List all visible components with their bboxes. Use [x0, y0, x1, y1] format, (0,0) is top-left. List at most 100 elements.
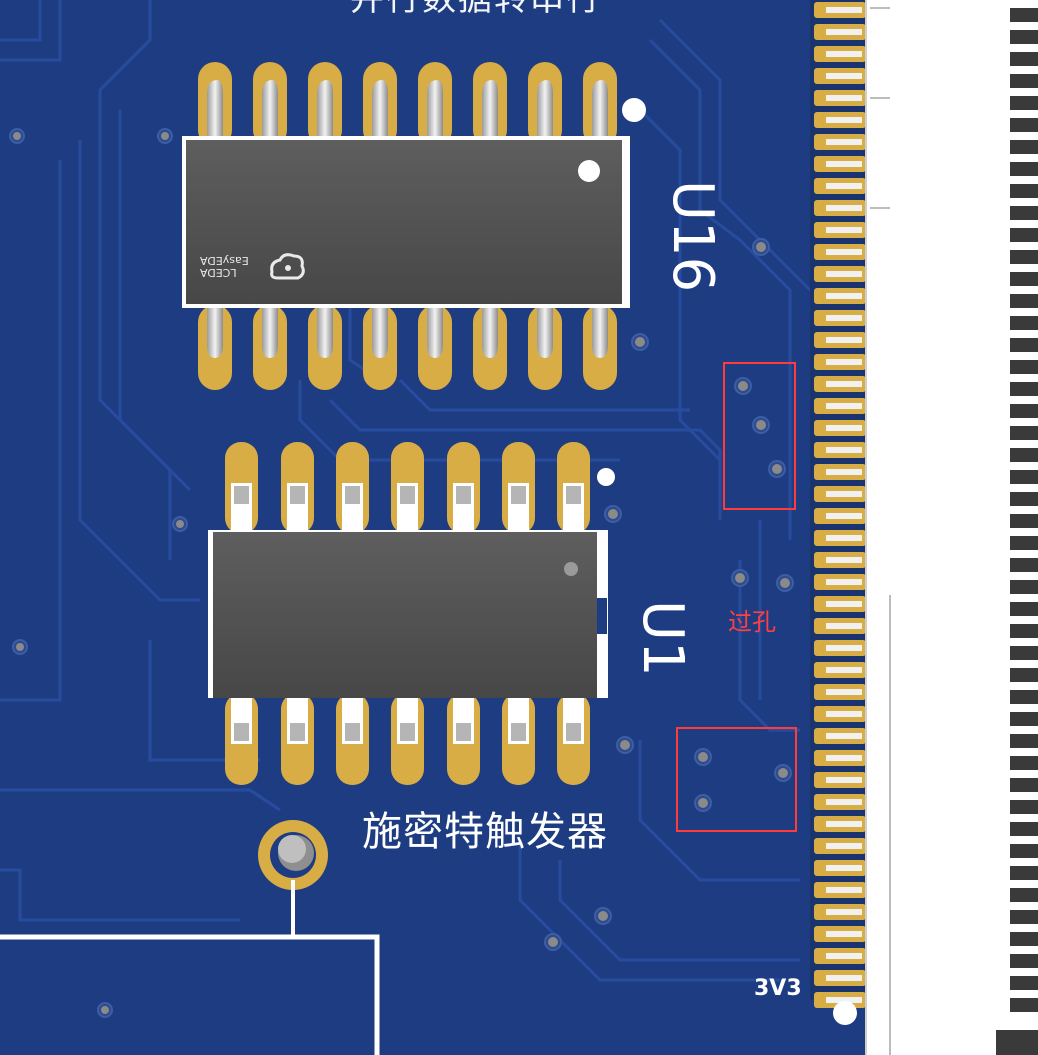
connector-pin — [826, 887, 862, 893]
via-highlight-box-upper — [723, 362, 796, 510]
connector-pin — [826, 821, 862, 827]
connector-contact — [1010, 580, 1038, 594]
connector-pin — [826, 997, 862, 1003]
connector-contact — [1010, 492, 1038, 506]
connector-pin — [826, 491, 862, 497]
connector-pin — [826, 645, 862, 651]
connector-contact — [1010, 514, 1038, 528]
logo-text: LCEDA EasyEDA — [200, 254, 249, 279]
u1-designator[interactable]: U1 — [630, 600, 695, 677]
connector-pin — [826, 249, 862, 255]
connector-contact — [1010, 470, 1038, 484]
connector-contact — [1010, 646, 1038, 660]
connector-pin — [826, 689, 862, 695]
connector-contact — [1010, 558, 1038, 572]
connector-pin — [826, 557, 862, 563]
connector-pin — [826, 711, 862, 717]
connector-contact — [1010, 228, 1038, 242]
connector-contact — [1010, 96, 1038, 110]
connector-contact — [1010, 976, 1038, 990]
connector-contact — [1010, 910, 1038, 924]
connector-pin — [826, 293, 862, 299]
u16-pads — [198, 62, 617, 390]
pcb-traces — [0, 0, 812, 982]
connector-contact — [1010, 206, 1038, 220]
connector-pin — [826, 733, 862, 739]
connector-pin — [826, 535, 862, 541]
connector-contact — [1010, 404, 1038, 418]
connector-pin — [826, 579, 862, 585]
connector-contact — [1010, 118, 1038, 132]
connector-pin — [826, 183, 862, 189]
connector-pin — [826, 161, 862, 167]
connector-contact — [1010, 778, 1038, 792]
connector-contact — [1010, 844, 1038, 858]
connector-pin — [826, 447, 862, 453]
connector-pin — [826, 315, 862, 321]
connector-pin — [826, 909, 862, 915]
connector-contact — [1010, 30, 1038, 44]
connector-pin — [826, 381, 862, 387]
connector-contact — [1010, 932, 1038, 946]
connector-pin — [826, 513, 862, 519]
connector-pin — [826, 601, 862, 607]
connector-contact — [1010, 800, 1038, 814]
connector-contact — [1010, 668, 1038, 682]
connector-contact — [1010, 536, 1038, 550]
connector-contact — [1010, 998, 1038, 1012]
connector-pin — [826, 271, 862, 277]
connector-pin — [826, 7, 862, 13]
connector-pin — [826, 865, 862, 871]
connector-pin — [826, 139, 862, 145]
connector-contact — [1010, 360, 1038, 374]
connector-pin — [826, 755, 862, 761]
connector-contact — [1010, 624, 1038, 638]
edge-connector — [810, 0, 1038, 1055]
u1-chip-body — [213, 532, 597, 698]
connector-pin — [826, 337, 862, 343]
vias — [9, 128, 794, 1018]
connector-pin — [826, 227, 862, 233]
connector-contact — [1010, 954, 1038, 968]
connector-pin — [826, 667, 862, 673]
connector-contact — [1010, 272, 1038, 286]
via-annotation: 过孔 — [728, 608, 776, 636]
connector-pin — [826, 205, 862, 211]
connector-pin — [826, 777, 862, 783]
connector-pin — [826, 73, 862, 79]
connector-contact — [1010, 756, 1038, 770]
connector-contact — [1010, 74, 1038, 88]
connector-pin — [826, 931, 862, 937]
connector-contact — [1010, 184, 1038, 198]
connector-pin — [826, 623, 862, 629]
connector-contact — [1010, 866, 1038, 880]
connector-pin — [826, 51, 862, 57]
u16-designator[interactable]: U16 — [660, 180, 725, 293]
connector-pin — [826, 799, 862, 805]
connector-contact — [1010, 448, 1038, 462]
u1-pads — [225, 442, 590, 785]
connector-contact — [1010, 8, 1038, 22]
connector-contact — [1010, 338, 1038, 352]
silkscreen-outline — [0, 934, 380, 1055]
connector-contact — [1010, 822, 1038, 836]
test-point-pad — [258, 820, 328, 890]
connector-contact — [1010, 690, 1038, 704]
connector-pin — [826, 359, 862, 365]
connector-pin — [826, 117, 862, 123]
schmitt-trigger-label: 施密特触发器 — [362, 809, 608, 855]
via-highlight-box-lower — [676, 727, 797, 832]
connector-contact — [1010, 52, 1038, 66]
connector-contact — [1010, 382, 1038, 396]
connector-contact — [1010, 602, 1038, 616]
connector-pin — [826, 975, 862, 981]
connector-pin — [826, 469, 862, 475]
connector-pin — [826, 95, 862, 101]
connector-pin — [826, 29, 862, 35]
connector-pin — [826, 425, 862, 431]
connector-contact — [1010, 426, 1038, 440]
connector-contact — [1010, 316, 1038, 330]
connector-contact — [1010, 140, 1038, 154]
supply-label: 3V3 — [754, 976, 802, 1001]
